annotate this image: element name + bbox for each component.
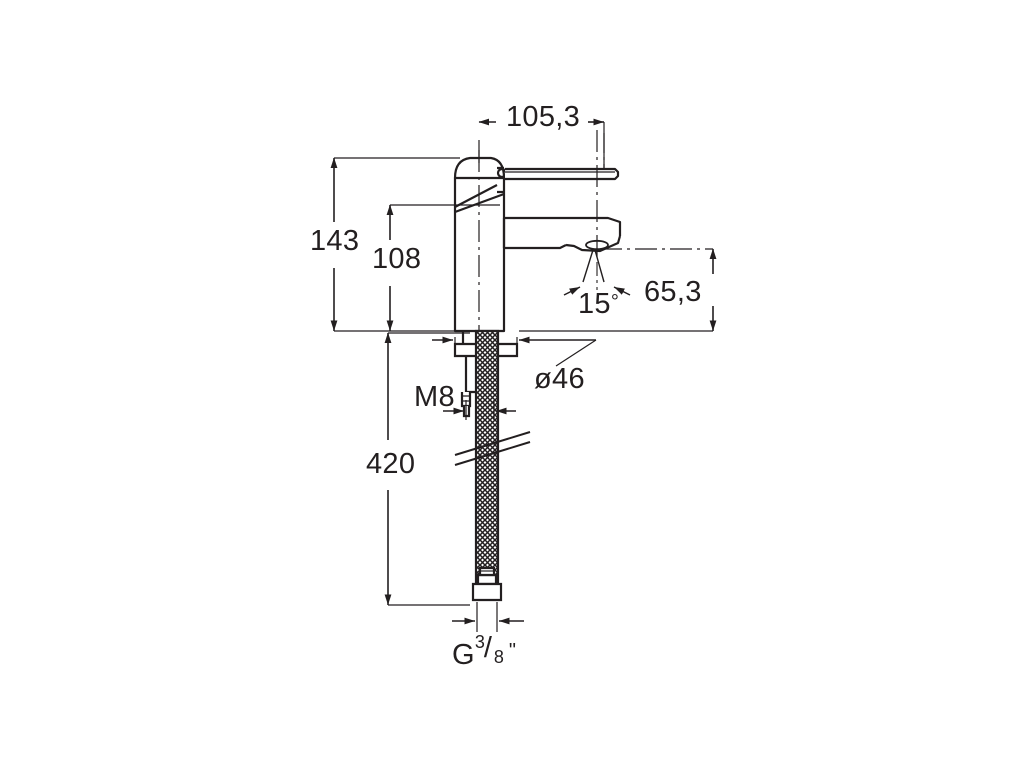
dimension-108 [386, 204, 500, 331]
body-cylinder [453, 176, 506, 333]
spout-upper-edge [504, 216, 622, 236]
hose-end-fitting [471, 566, 503, 602]
dimension-label-total-height: 143 [310, 225, 360, 257]
thread-fraction: 3/8 [475, 633, 509, 668]
dimension-label-spout-reach: 105,3 [506, 101, 581, 133]
fraction-numerator: 3 [474, 632, 486, 652]
faucet-body-geometry [453, 156, 622, 333]
dimension-d46 [432, 336, 597, 367]
dimension-m8 [443, 400, 516, 420]
dimension-label-outlet-height: 65,3 [644, 276, 702, 308]
inch-symbol: " [508, 640, 517, 662]
break-line [454, 431, 531, 466]
degree-symbol: ° [610, 291, 620, 313]
dimension-15-degrees [563, 249, 631, 296]
spout-aerator-outline [565, 235, 622, 253]
fitting-collar [476, 573, 498, 586]
dimension-label-hose-length: 420 [366, 448, 416, 480]
spout-lower-edge [504, 244, 567, 250]
angle-leg-right [594, 249, 605, 283]
dimension-label-stud-thread: M8 [414, 381, 455, 413]
dimension-65 [519, 248, 717, 332]
dimension-label-spout-height: 108 [372, 243, 422, 275]
angle-arrow-left [563, 286, 581, 296]
dimension-label-aerator-angle: 15° [578, 290, 619, 319]
thread-prefix: G [452, 639, 475, 671]
angle-arrow-right [613, 286, 631, 296]
body-shoulder-line [454, 184, 498, 208]
angle-value: 15 [578, 288, 611, 320]
dimension-143 [330, 157, 460, 332]
centerlines [478, 130, 598, 330]
dimension-105 [478, 118, 605, 170]
fitting-hex-nut [471, 582, 503, 602]
lever-handle [505, 167, 620, 181]
leader-line-d46 [555, 339, 597, 367]
dimension-label-base-diameter: ø46 [534, 363, 585, 395]
fraction-bar: / [483, 632, 493, 664]
dimension-g38 [452, 602, 524, 632]
angle-leg-left [582, 249, 594, 283]
dimension-420 [384, 332, 470, 606]
fraction-denominator: 8 [493, 647, 505, 667]
